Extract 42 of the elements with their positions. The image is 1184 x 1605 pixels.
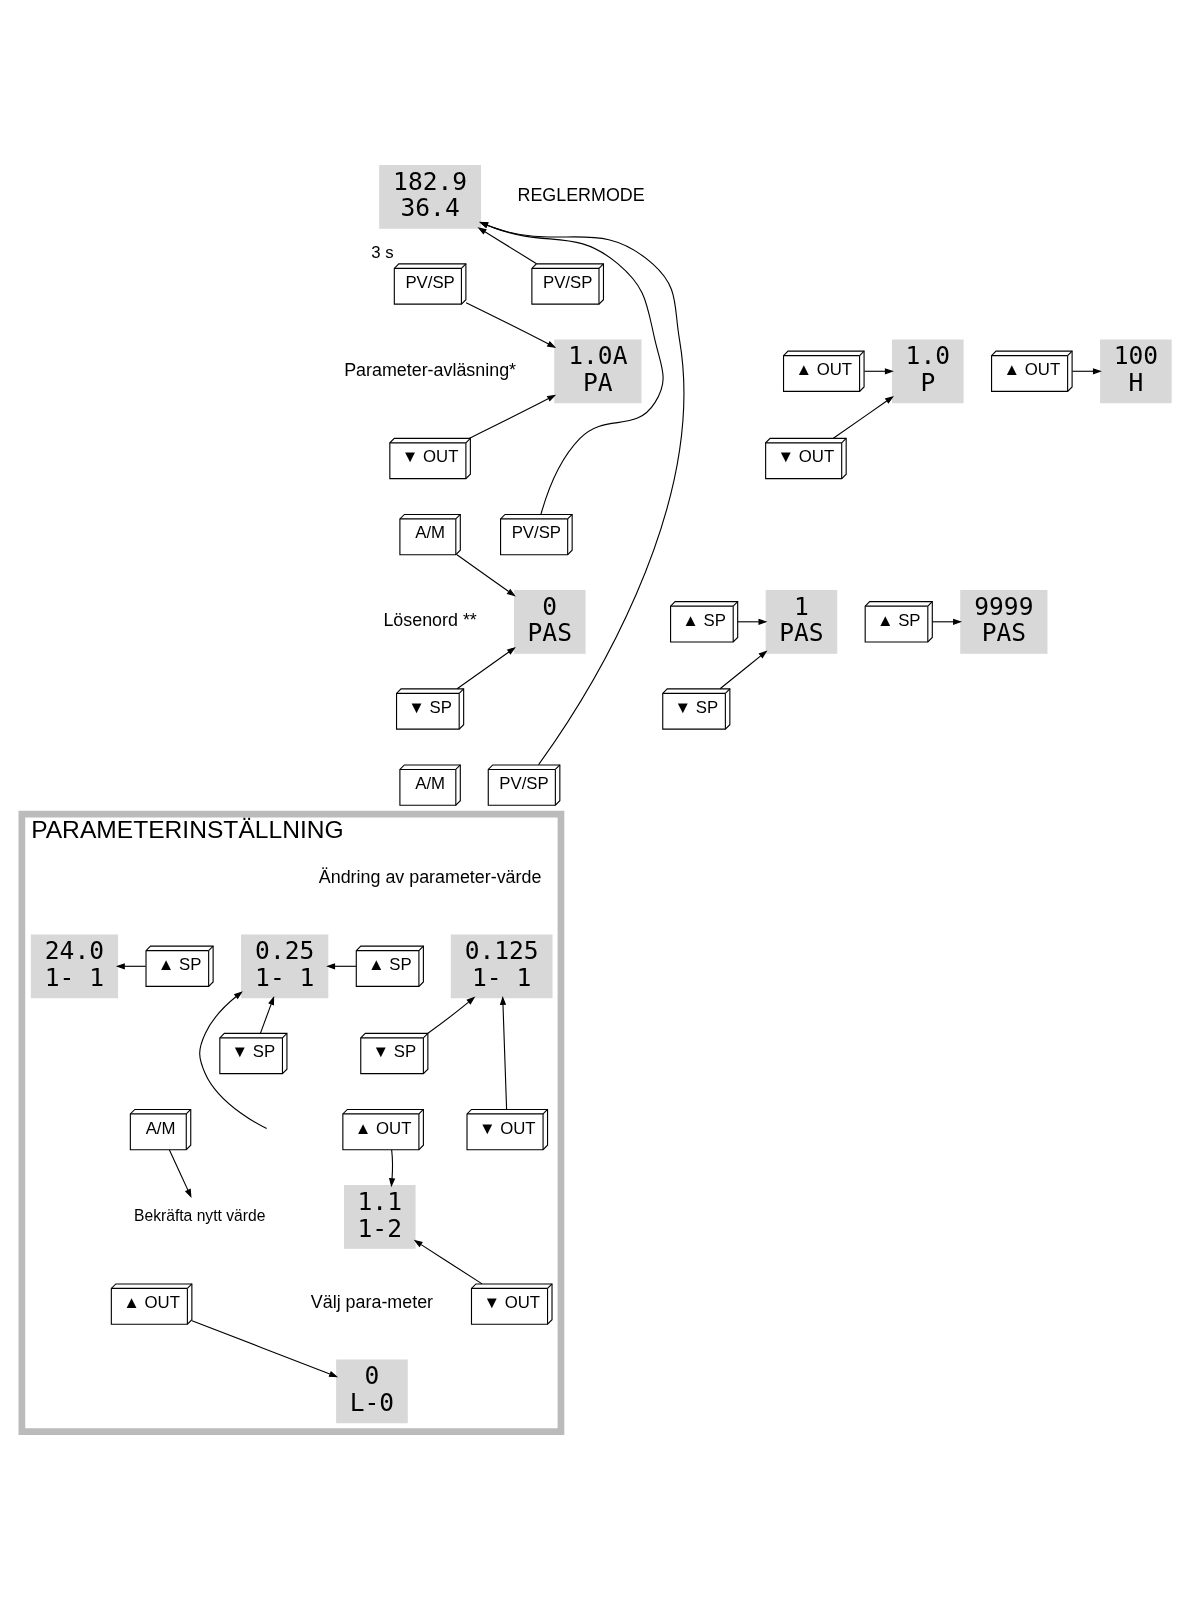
arrow xyxy=(465,301,557,348)
label: Välj para-meter xyxy=(310,1291,434,1312)
arrow xyxy=(863,367,894,374)
label: Parameter-avläsning* xyxy=(344,359,517,380)
arrow xyxy=(456,646,516,689)
node-text: Bekräfta nytt värde xyxy=(134,1206,266,1224)
arrow xyxy=(456,553,516,597)
arrow xyxy=(468,394,557,439)
arrow xyxy=(413,1239,483,1284)
node-box: 9999 PAS xyxy=(960,589,1048,654)
node-box: 182.9 36.4 xyxy=(379,164,481,229)
arrow xyxy=(477,226,538,264)
node-box: 1.0A PA xyxy=(554,338,642,403)
arrow xyxy=(832,395,894,439)
arrow xyxy=(719,649,768,689)
arrow xyxy=(191,1319,339,1377)
arrow xyxy=(479,221,664,515)
arrow xyxy=(499,995,508,1110)
node-box: 0 L-0 xyxy=(336,1358,408,1423)
node-box: 24.0 1- 1 xyxy=(30,933,119,998)
node-box: 1.1 1-2 xyxy=(344,1184,416,1249)
arrow xyxy=(168,1148,192,1198)
node-box: 1 PAS xyxy=(765,589,838,654)
label: Ändring av parameter-värde xyxy=(318,866,542,887)
arrow xyxy=(199,990,268,1129)
arrow xyxy=(479,221,685,765)
arrow xyxy=(326,962,357,969)
node-box: 0.125 1- 1 xyxy=(450,933,553,998)
label: Lösenord ** xyxy=(383,609,477,630)
label: REGLERMODE xyxy=(517,184,645,205)
arrow xyxy=(259,995,275,1034)
arrow xyxy=(1071,367,1102,374)
node-box: 1.0 P xyxy=(892,338,964,403)
arrow xyxy=(737,618,768,625)
node-label: 3 s xyxy=(371,242,394,262)
node-box: 0 PAS xyxy=(514,589,586,654)
arrow xyxy=(427,996,476,1034)
arrow xyxy=(931,618,963,625)
arrow xyxy=(115,962,147,969)
node-box: 100 H xyxy=(1100,338,1172,403)
arrow xyxy=(388,1148,396,1187)
node-box: 0.25 1- 1 xyxy=(241,933,329,998)
